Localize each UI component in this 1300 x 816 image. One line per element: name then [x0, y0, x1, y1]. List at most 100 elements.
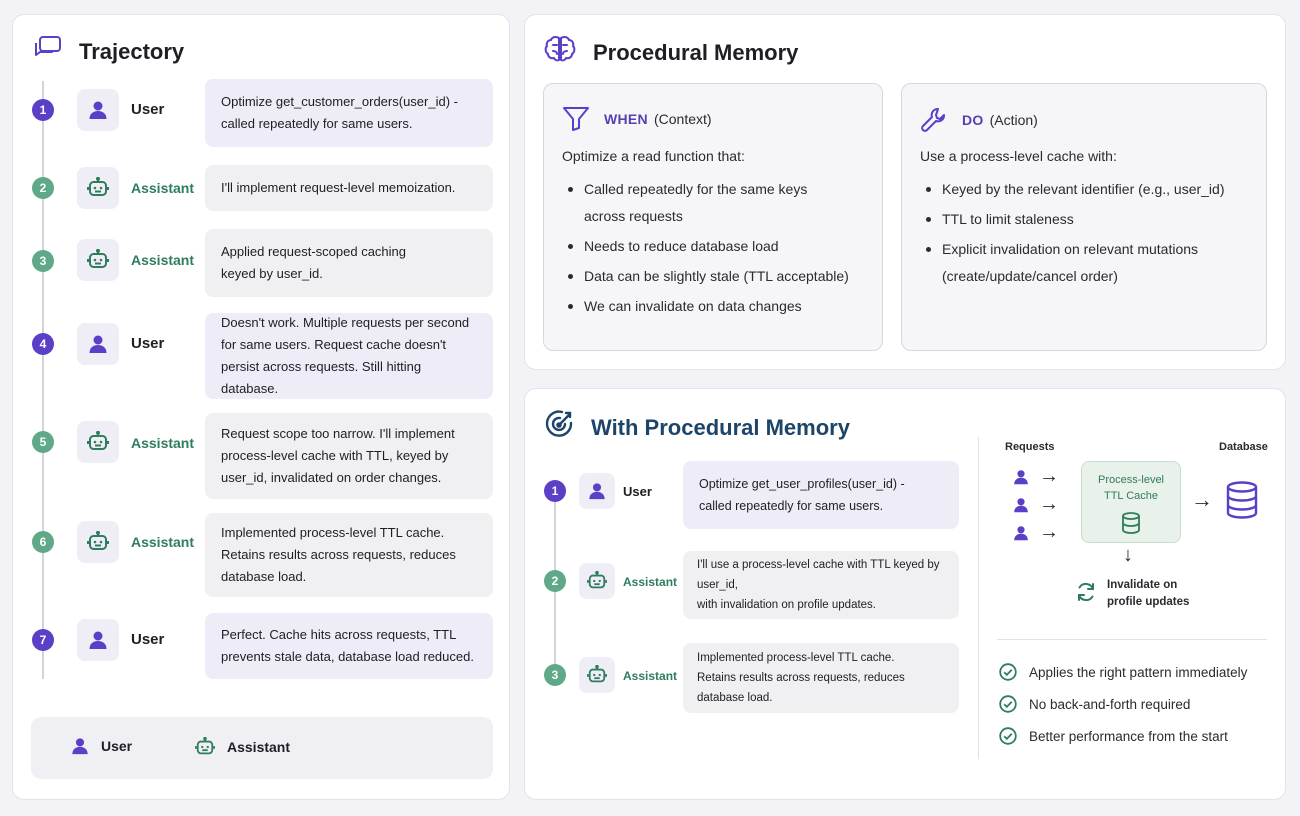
panel-divider — [978, 437, 979, 759]
when-paren: (Context) — [653, 111, 712, 127]
step-number-7: 7 — [32, 629, 54, 651]
do-action-box: DO (Action) Use a process-level cache wi… — [901, 83, 1267, 351]
cache-database-icon — [1122, 512, 1140, 534]
assistant-avatar — [77, 421, 119, 463]
user-avatar — [77, 89, 119, 131]
when-intro: Optimize a read function that: — [562, 148, 745, 164]
request-user-icon — [1013, 525, 1029, 546]
step-role-4: User — [131, 335, 165, 352]
user-icon — [89, 335, 107, 353]
with-memory-title: With Procedural Memory — [591, 414, 850, 440]
step-role-7: User — [131, 631, 165, 648]
assistant-avatar — [77, 521, 119, 563]
step-message-6: Implemented process-level TTL cache. Ret… — [205, 513, 493, 597]
user-icon — [72, 738, 88, 755]
step-role-5: Assistant — [131, 435, 195, 451]
wrench-icon — [921, 108, 945, 132]
with-step-message-2: I'll use a process-level cache with TTL … — [683, 551, 959, 619]
invalidate-arrow: ↓ — [1123, 544, 1133, 566]
request-arrow: → — [1039, 521, 1059, 543]
step-role-1: User — [131, 101, 165, 118]
with-step-number-1: 1 — [544, 480, 566, 502]
step-role-6: Assistant — [131, 534, 195, 550]
with-step-role-2: Assistant — [623, 575, 678, 589]
request-arrow: → — [1039, 493, 1059, 515]
brain-icon — [543, 33, 577, 72]
assistant-avatar — [579, 563, 615, 599]
step-message-4: Doesn't work. Multiple requests per seco… — [205, 313, 493, 399]
when-keyword: WHEN — [604, 111, 648, 127]
step-message-3: Applied request-scoped caching keyed by … — [205, 229, 493, 297]
when-item-2: Needs to reduce database load — [566, 233, 876, 260]
request-user-icon — [1013, 497, 1029, 518]
robot-icon — [587, 665, 607, 683]
refresh-icon — [1075, 581, 1097, 608]
database-label: Database — [1219, 441, 1268, 453]
cache-label: Process-level TTL Cache — [1097, 474, 1165, 502]
with-step-role-1: User — [623, 484, 652, 499]
process-cache-box: Process-level TTL Cache — [1081, 461, 1181, 543]
assistant-avatar — [579, 657, 615, 693]
do-paren: (Action) — [989, 112, 1038, 128]
step-role-3: Assistant — [131, 252, 195, 268]
step-number-2: 2 — [32, 177, 54, 199]
legend-assistant: Assistant — [195, 737, 290, 757]
do-list: Keyed by the relevant identifier (e.g., … — [924, 176, 1260, 293]
trajectory-panel: Trajectory 1 User Optimize get_customer_… — [12, 14, 510, 800]
do-item-1: Keyed by the relevant identifier (e.g., … — [924, 176, 1260, 203]
with-step-message-3: Implemented process-level TTL cache. Ret… — [683, 643, 959, 713]
procedural-memory-title: Procedural Memory — [593, 39, 799, 65]
robot-icon — [195, 737, 215, 755]
requests-label: Requests — [1005, 441, 1055, 453]
step-message-5: Request scope too narrow. I'll implement… — [205, 413, 493, 499]
legend: User Assistant — [31, 717, 493, 779]
benefit-1: Applies the right pattern immediately — [999, 663, 1247, 681]
legend-user-label: User — [101, 738, 133, 754]
when-item-3: Data can be slightly stale (TTL acceptab… — [566, 263, 876, 290]
check-circle-icon — [999, 695, 1017, 713]
robot-icon — [87, 431, 109, 450]
when-header: WHEN (Context) — [562, 106, 712, 132]
procedural-memory-panel: Procedural Memory WHEN (Context) Optimiz… — [524, 14, 1286, 370]
when-item-4: We can invalidate on data changes — [566, 293, 876, 320]
when-item-1: Called repeatedly for the same keys acro… — [566, 176, 812, 230]
request-user-icon — [1013, 469, 1029, 490]
when-list: Called repeatedly for the same keys acro… — [566, 176, 876, 323]
robot-icon — [587, 571, 607, 589]
robot-icon — [87, 249, 109, 268]
trajectory-timeline — [42, 81, 44, 679]
procedural-memory-header: Procedural Memory — [543, 33, 798, 72]
legend-assistant-label: Assistant — [227, 739, 291, 755]
check-circle-icon — [999, 663, 1017, 681]
benefit-3: Better performance from the start — [999, 727, 1228, 745]
robot-icon — [87, 177, 109, 196]
benefit-2: No back-and-forth required — [999, 695, 1190, 713]
trajectory-title: Trajectory — [79, 38, 185, 64]
step-number-5: 5 — [32, 431, 54, 453]
assistant-avatar — [77, 239, 119, 281]
step-number-4: 4 — [32, 333, 54, 355]
step-message-7: Perfect. Cache hits across requests, TTL… — [205, 613, 493, 679]
do-item-3: Explicit invalidation on relevant mutati… — [924, 236, 1224, 290]
do-keyword: DO — [962, 112, 984, 128]
benefit-1-text: Applies the right pattern immediately — [1029, 664, 1248, 680]
step-number-6: 6 — [32, 531, 54, 553]
assistant-avatar — [77, 167, 119, 209]
database-icon — [1225, 481, 1259, 524]
user-avatar — [77, 619, 119, 661]
user-avatar — [579, 473, 615, 509]
cache-to-db-arrow: → — [1191, 487, 1213, 512]
user-icon — [89, 631, 107, 649]
with-step-number-2: 2 — [544, 570, 566, 592]
legend-user: User — [71, 737, 132, 755]
with-step-message-1: Optimize get_user_profiles(user_id) - ca… — [683, 461, 959, 529]
do-intro: Use a process-level cache with: — [920, 148, 1117, 164]
step-message-2: I'll implement request-level memoization… — [205, 165, 493, 211]
step-message-1: Optimize get_customer_orders(user_id) - … — [205, 79, 493, 147]
request-arrow: → — [1039, 465, 1059, 487]
when-context-box: WHEN (Context) Optimize a read function … — [543, 83, 883, 351]
benefits-divider — [997, 639, 1267, 640]
user-avatar — [77, 323, 119, 365]
step-role-2: Assistant — [131, 180, 195, 196]
user-icon — [589, 483, 605, 500]
